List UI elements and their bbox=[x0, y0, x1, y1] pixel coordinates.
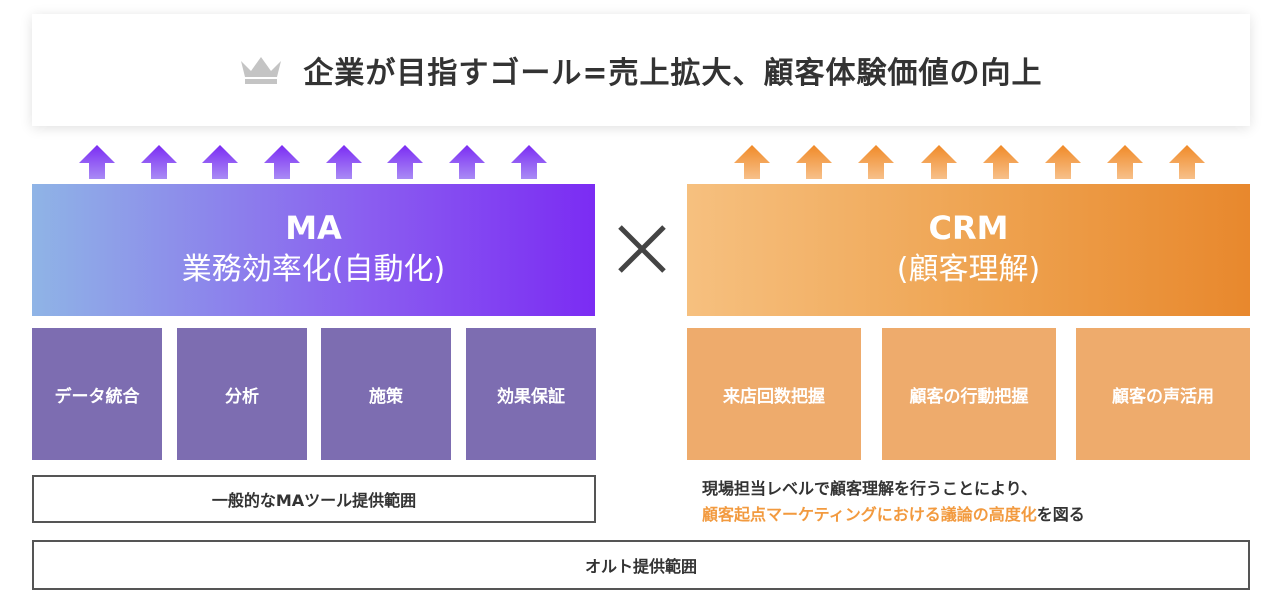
up-arrow-icon bbox=[983, 145, 1019, 179]
up-arrow-icon bbox=[1045, 145, 1081, 179]
crm-arrows bbox=[640, 144, 1280, 180]
ma-title: MA bbox=[285, 209, 342, 247]
crm-tile-customer-voice: 顧客の声活用 bbox=[1076, 328, 1250, 460]
ma-tile-measures: 施策 bbox=[321, 328, 451, 460]
up-arrow-icon bbox=[1169, 145, 1205, 179]
up-arrow-icon bbox=[796, 145, 832, 179]
ma-scope-box: 一般的なMAツール提供範囲 bbox=[32, 475, 596, 523]
up-arrow-icon bbox=[79, 145, 115, 179]
up-arrow-icon bbox=[449, 145, 485, 179]
ma-header: MA 業務効率化(自動化) bbox=[32, 184, 595, 316]
up-arrow-icon bbox=[387, 145, 423, 179]
crm-note-line1: 現場担当レベルで顧客理解を行うことにより、 bbox=[702, 479, 1038, 498]
crm-note-line2: 顧客起点マーケティングにおける議論の高度化を図る bbox=[702, 502, 1085, 528]
up-arrow-icon bbox=[141, 145, 177, 179]
crm-tile-visit-count: 来店回数把握 bbox=[687, 328, 861, 460]
ma-tile-effect-guarantee: 効果保証 bbox=[466, 328, 596, 460]
crm-tile-customer-behavior: 顧客の行動把握 bbox=[882, 328, 1056, 460]
crm-note-highlight: 顧客起点マーケティングにおける議論の高度化 bbox=[702, 505, 1037, 524]
ma-tile-data-integration: データ統合 bbox=[32, 328, 162, 460]
cross-icon bbox=[618, 225, 666, 273]
overall-scope-label: オルト提供範囲 bbox=[584, 557, 697, 576]
up-arrow-icon bbox=[1107, 145, 1143, 179]
overall-scope-box: オルト提供範囲 bbox=[32, 540, 1250, 590]
ma-arrows bbox=[0, 144, 640, 180]
up-arrow-icon bbox=[202, 145, 238, 179]
up-arrow-icon bbox=[511, 145, 547, 179]
up-arrow-icon bbox=[858, 145, 894, 179]
crm-note-line2-rest: を図る bbox=[1036, 505, 1085, 524]
up-arrow-icon bbox=[921, 145, 957, 179]
crm-title: CRM bbox=[928, 209, 1009, 247]
goal-banner: 企業が目指すゴール=売上拡大、顧客体験価値の向上 bbox=[32, 14, 1250, 126]
ma-tile-analysis: 分析 bbox=[177, 328, 307, 460]
up-arrow-icon bbox=[326, 145, 362, 179]
ma-subtitle: 業務効率化(自動化) bbox=[181, 252, 446, 287]
goal-text: 企業が目指すゴール=売上拡大、顧客体験価値の向上 bbox=[303, 56, 1043, 91]
crm-header: CRM (顧客理解) bbox=[687, 184, 1250, 316]
ma-scope-label: 一般的なMAツール提供範囲 bbox=[211, 491, 417, 510]
crm-note: 現場担当レベルで顧客理解を行うことにより、 顧客起点マーケティングにおける議論の… bbox=[702, 476, 1085, 528]
crm-subtitle: (顧客理解) bbox=[896, 252, 1041, 287]
up-arrow-icon bbox=[734, 145, 770, 179]
crown-icon bbox=[239, 55, 283, 85]
up-arrow-icon bbox=[264, 145, 300, 179]
